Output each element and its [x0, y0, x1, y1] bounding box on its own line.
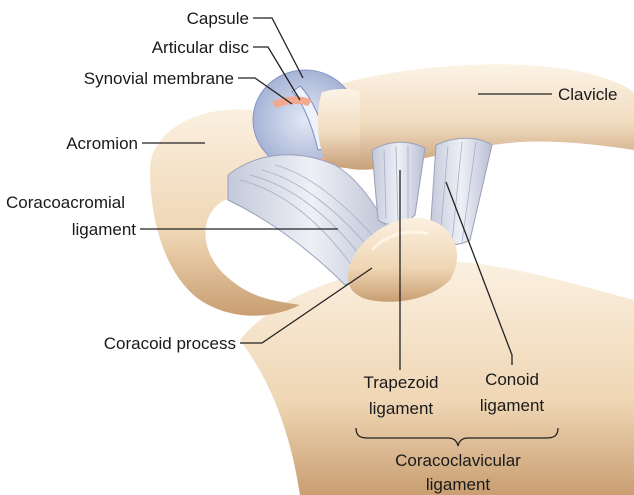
label-conoid-2: ligament — [480, 396, 545, 415]
label-trapezoid-1: Trapezoid — [364, 373, 439, 392]
label-capsule: Capsule — [187, 9, 249, 28]
clavicle-end — [318, 89, 360, 168]
label-coracoclavicular-1: Coracoclavicular — [395, 451, 521, 470]
capsule-leader — [253, 18, 303, 78]
trapezoid-ligament — [372, 142, 425, 224]
label-conoid-1: Conoid — [485, 370, 539, 389]
label-trapezoid-2: ligament — [369, 399, 434, 418]
label-clavicle: Clavicle — [558, 85, 618, 104]
label-acromion: Acromion — [66, 134, 138, 153]
label-coracoacromial-2: ligament — [72, 220, 137, 239]
label-coracoid-process: Coracoid process — [104, 334, 236, 353]
label-coracoacromial-1: Coracoacromial — [6, 193, 125, 212]
label-coracoclavicular-2: ligament — [426, 475, 491, 494]
label-synovial-membrane: Synovial membrane — [84, 69, 234, 88]
label-articular-disc: Articular disc — [152, 38, 250, 57]
